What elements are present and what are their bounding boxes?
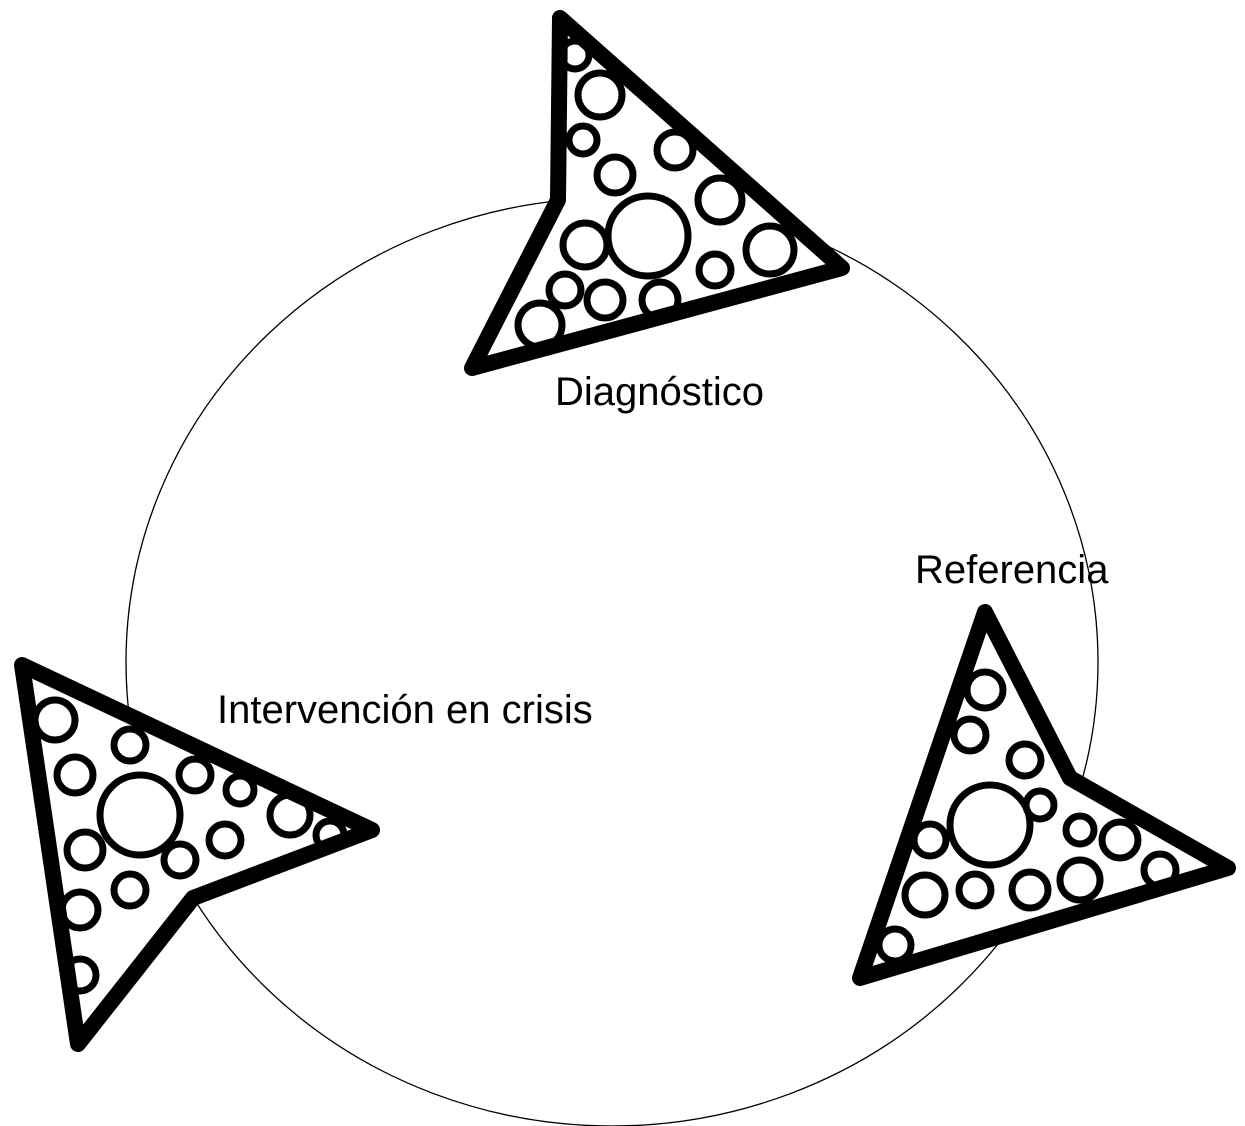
stage-label-diagnostico: Diagnóstico (555, 370, 765, 414)
arrowhead-icon (852, 604, 1236, 986)
arrowhead-icon (14, 657, 380, 1052)
arrowhead-icon (464, 10, 850, 376)
stage-label-referencia: Referencia (915, 548, 1109, 592)
stage-label-intervencion-en-crisis: Intervención en crisis (217, 688, 593, 732)
